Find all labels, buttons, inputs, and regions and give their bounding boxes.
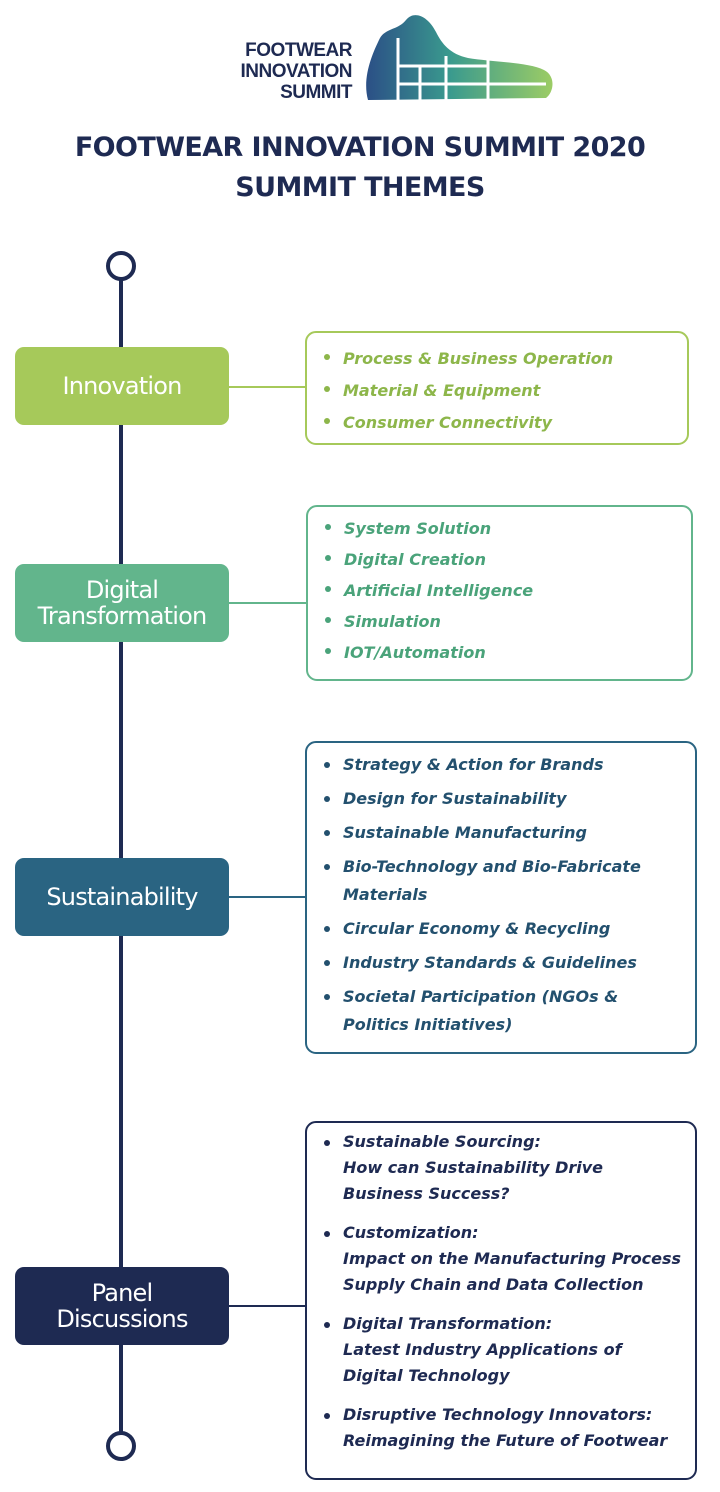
list-item: Strategy & Action for Brands	[321, 751, 695, 779]
list-item-line: Circular Economy & Recycling	[343, 919, 611, 938]
list-item: Simulation	[322, 606, 691, 637]
logo-line: FOOTWEAR	[245, 40, 352, 61]
digital-topics-box: System Solution Digital Creation Artific…	[306, 505, 693, 681]
list-item-line: Customization:	[343, 1223, 479, 1242]
theme-panel-discussions: Panel Discussions	[15, 1267, 229, 1345]
list-item: Sustainable Manufacturing	[321, 819, 695, 847]
timeline-end-circle	[106, 1431, 136, 1461]
list-item-line: Strategy & Action for Brands	[343, 755, 604, 774]
list-item-line: Impact on the Manufacturing Process	[343, 1249, 682, 1268]
list-item-line: Design for Sustainability	[343, 789, 567, 808]
list-item: Artificial Intelligence	[322, 575, 691, 606]
list-item-line: Politics Initiatives)	[343, 1015, 513, 1034]
list-item: System Solution	[322, 513, 691, 544]
logo-line: SUMMIT	[280, 82, 352, 103]
list-item-line: Bio-Technology and Bio-Fabricate	[343, 857, 641, 876]
list-item: Circular Economy & Recycling	[321, 915, 695, 943]
list-item-line: Digital Transformation:	[343, 1314, 553, 1333]
list-item-line: Digital Technology	[343, 1366, 510, 1385]
list-item-line: Societal Participation (NGOs &	[343, 987, 619, 1006]
theme-innovation: Innovation	[15, 347, 229, 425]
list-item-line: Supply Chain and Data Collection	[343, 1275, 644, 1294]
title-line-2: SUMMIT THEMES	[235, 172, 485, 203]
logo-wordmark: FOOTWEAR INNOVATION SUMMIT	[226, 40, 353, 103]
theme-label-line: Transformation	[37, 602, 208, 630]
list-item-line: Business Success?	[343, 1184, 510, 1203]
list-item-line: Reimagining the Future of Footwear	[343, 1431, 668, 1450]
list-item: Disruptive Technology Innovators: Reimagi…	[321, 1402, 695, 1454]
list-item-line: Disruptive Technology Innovators:	[343, 1405, 653, 1424]
list-item-line: Sustainable Sourcing:	[343, 1132, 541, 1151]
logo-line: INNOVATION	[240, 61, 353, 82]
page-title: FOOTWEAR INNOVATION SUMMIT 2020 SUMMIT T…	[0, 128, 720, 208]
list-item: Consumer Connectivity	[321, 407, 687, 439]
list-item-line: Industry Standards & Guidelines	[343, 953, 637, 972]
shoe-logo-icon	[366, 15, 553, 100]
list-item: Customization: Impact on the Manufacturin…	[321, 1220, 695, 1298]
list-item: Digital Creation	[322, 544, 691, 575]
list-item: Process & Business Operation	[321, 343, 687, 375]
list-item: Sustainable Sourcing: How can Sustainabil…	[321, 1129, 695, 1207]
theme-label-line: Discussions	[56, 1305, 188, 1333]
theme-label-line: Panel	[91, 1279, 154, 1307]
list-item: Digital Transformation: Latest Industry A…	[321, 1311, 695, 1389]
theme-label: Sustainability	[46, 883, 198, 911]
list-item: Industry Standards & Guidelines	[321, 949, 695, 977]
sustainability-topics-box: Strategy & Action for Brands Design for …	[305, 741, 697, 1054]
theme-sustainability: Sustainability	[15, 858, 229, 936]
list-item: Material & Equipment	[321, 375, 687, 407]
innovation-topics-box: Process & Business Operation Material & …	[305, 331, 689, 445]
theme-digital-transformation: Digital Transformation	[15, 564, 229, 642]
list-item: Societal Participation (NGOs & Politics I…	[321, 983, 695, 1039]
list-item-line: How can Sustainability Drive	[343, 1158, 604, 1177]
list-item-line: Latest Industry Applications of	[343, 1340, 622, 1359]
timeline-start-circle	[106, 251, 136, 281]
theme-label-line: Digital	[85, 576, 159, 604]
list-item-line: Sustainable Manufacturing	[343, 823, 587, 842]
title-line-1: FOOTWEAR INNOVATION SUMMIT 2020	[74, 132, 646, 163]
list-item-line: Materials	[343, 885, 428, 904]
list-item: Design for Sustainability	[321, 785, 695, 813]
theme-label: Innovation	[62, 372, 182, 400]
list-item: IOT/Automation	[322, 637, 691, 668]
panel-discussions-box: Sustainable Sourcing: How can Sustainabil…	[305, 1121, 697, 1480]
